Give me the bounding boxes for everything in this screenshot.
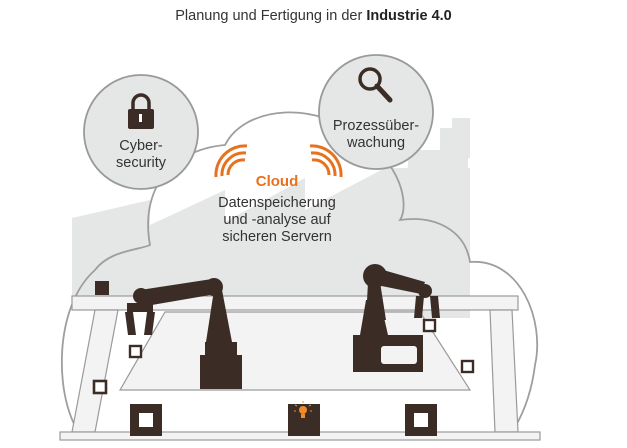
title-prefix: Planung und Fertigung in der	[175, 8, 367, 24]
cloud-line1: Datenspeicherung	[218, 195, 336, 211]
workpiece-box	[460, 359, 475, 374]
workpiece-box	[139, 413, 153, 427]
workpiece-box	[92, 379, 108, 395]
workpiece-box	[414, 413, 428, 427]
monitoring-line2: wachung	[346, 135, 405, 151]
cloud-line2: und -analyse auf	[223, 212, 331, 228]
robot-panel	[381, 346, 417, 364]
robot-arm-left	[125, 278, 242, 389]
wireless-signal-icon	[214, 144, 343, 178]
title-bold: Industrie 4.0	[366, 8, 452, 24]
workpiece-box	[128, 344, 143, 359]
lightbulb-icon	[294, 401, 312, 418]
cloud-line3: sicheren Servern	[222, 229, 332, 245]
workpiece-box	[95, 281, 109, 295]
cloud-title: Cloud	[256, 173, 299, 190]
cybersecurity-line2: security	[116, 155, 167, 171]
cybersecurity-badge: Cyber- security	[83, 74, 199, 190]
page-title: Planung und Fertigung in der Industrie 4…	[0, 8, 627, 24]
monitoring-line1: Prozessüber-	[333, 118, 419, 134]
lock-icon	[128, 93, 154, 129]
magnifier-icon	[358, 67, 393, 103]
monitoring-badge: Prozessüber- wachung	[318, 54, 434, 170]
workpiece-box	[422, 318, 437, 333]
cybersecurity-line1: Cyber-	[119, 138, 163, 154]
